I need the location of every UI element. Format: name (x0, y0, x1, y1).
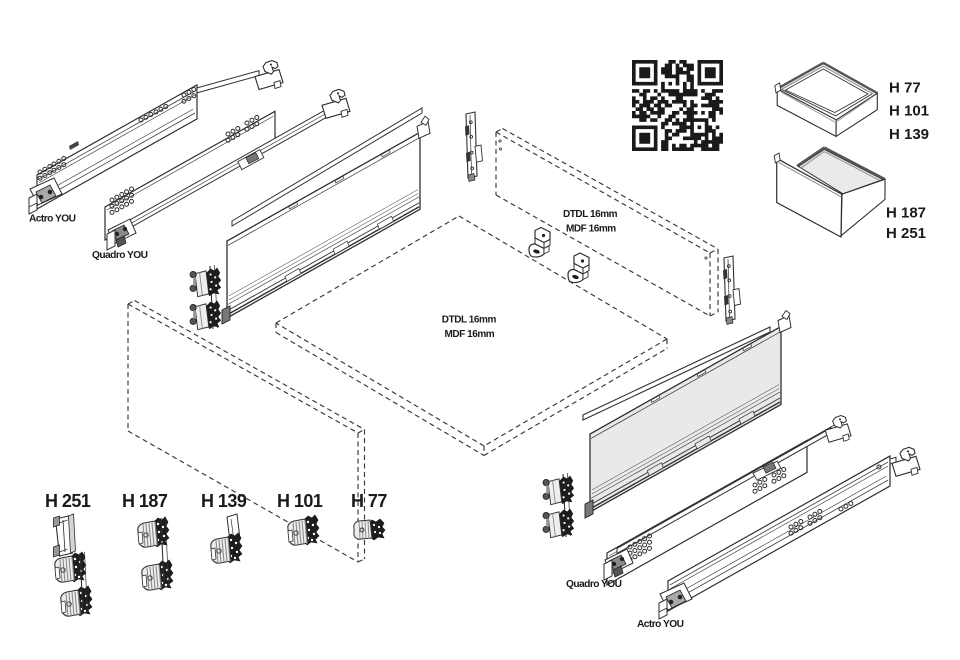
svg-text:H 251: H 251 (45, 491, 91, 511)
svg-text:H 77: H 77 (351, 491, 387, 511)
svg-text:Actro YOU: Actro YOU (29, 214, 76, 225)
svg-text:H 139: H 139 (201, 491, 247, 511)
svg-text:H 139: H 139 (889, 126, 929, 143)
svg-text:DTDL 16mm: DTDL 16mm (563, 209, 618, 220)
svg-text:H 187: H 187 (886, 205, 926, 222)
svg-text:Quadro YOU: Quadro YOU (566, 579, 622, 590)
svg-text:H 101: H 101 (277, 491, 323, 511)
svg-text:H 251: H 251 (886, 225, 926, 242)
svg-text:H 187: H 187 (122, 491, 168, 511)
svg-text:MDF 16mm: MDF 16mm (566, 224, 616, 235)
svg-text:DTDL 16mm: DTDL 16mm (442, 315, 497, 326)
svg-text:H 101: H 101 (889, 103, 929, 120)
svg-text:MDF 16mm: MDF 16mm (445, 329, 495, 340)
svg-text:Actro YOU: Actro YOU (637, 619, 684, 630)
svg-text:H 77: H 77 (889, 80, 921, 97)
svg-text:Quadro YOU: Quadro YOU (92, 250, 148, 261)
